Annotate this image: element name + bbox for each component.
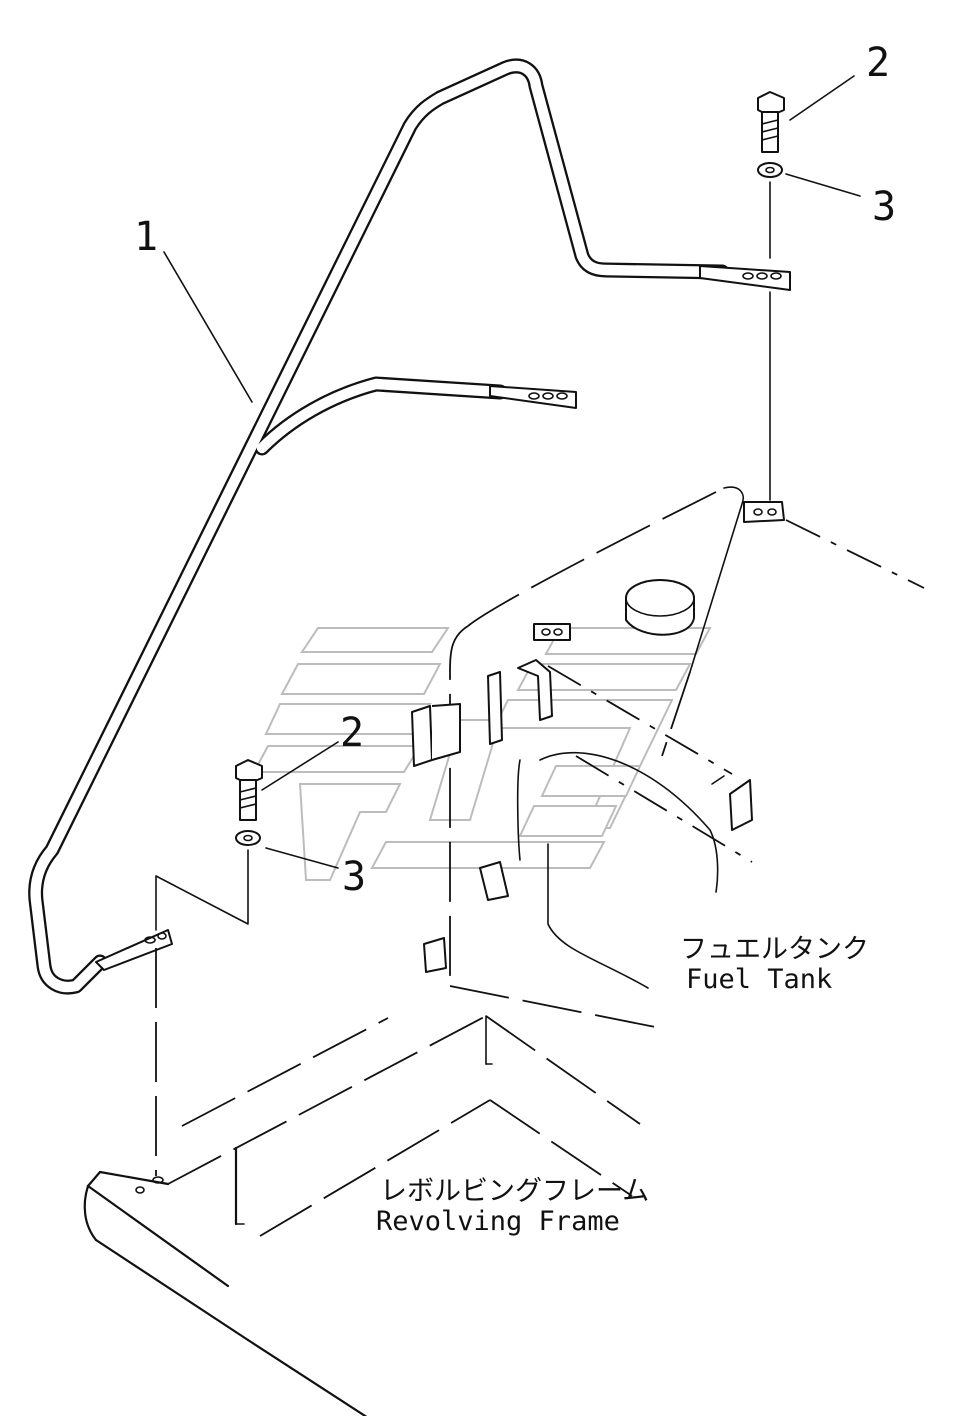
watermark-logo [252,627,712,881]
revolving-frame [83,1015,641,1416]
fuel-tank-label-jp: フュエルタンク [680,934,869,965]
callout-3-washer-bottom: 3 [342,854,366,900]
bolt-bottom [155,759,263,1176]
callout-2-bolt-bottom: 2 [340,710,364,756]
callout-2-bolt-top: 2 [866,40,890,86]
fuel-tank-label-en: Fuel Tank [686,964,832,995]
bolt-top [757,91,785,501]
leader-lines [163,75,861,869]
revolving-frame-label-jp: レボルビングフレーム [380,1176,649,1207]
bracket-top [743,501,785,523]
callout-1-handrail: 1 [134,214,158,260]
revolving-frame-label-en: Revolving Frame [376,1206,620,1237]
callout-3-washer-top: 3 [872,184,896,230]
fuel-tank [411,486,925,1029]
handrail [28,58,791,995]
